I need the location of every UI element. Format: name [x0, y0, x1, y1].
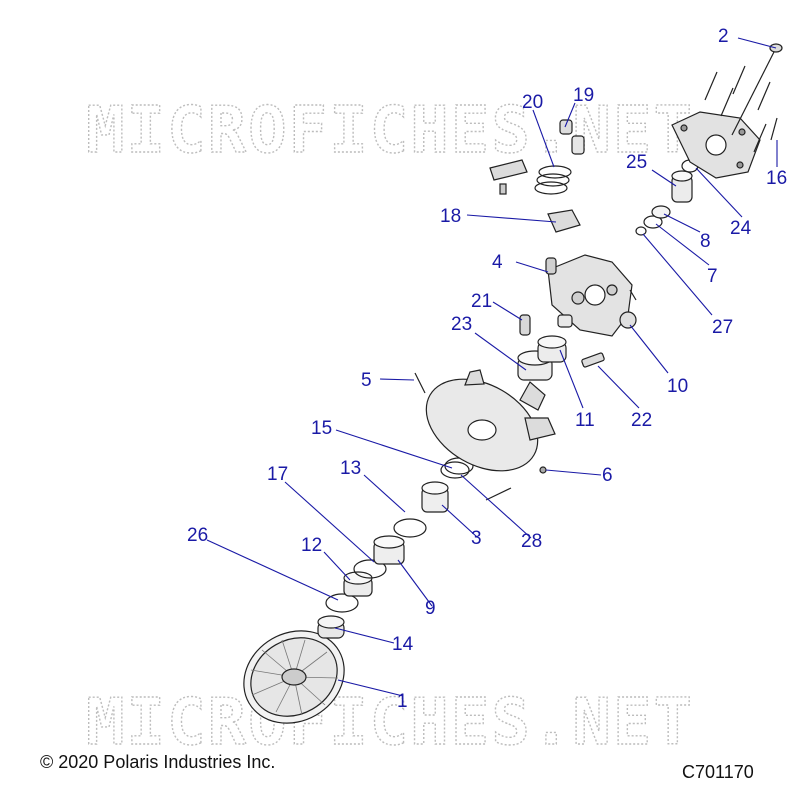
callout-14: 14: [392, 634, 414, 655]
part-5-pin: [414, 372, 426, 394]
part-26-ring: [325, 593, 359, 613]
callout-13: 13: [340, 458, 361, 479]
callout-17: 17: [267, 464, 288, 485]
callout-28: 28: [521, 531, 542, 552]
part-28-pin: [485, 487, 512, 501]
watermark-bottom: MICROFICHES.NET: [86, 686, 694, 760]
callout-10: 10: [667, 376, 688, 397]
part-2-bolt: [731, 43, 783, 136]
callout-18: 18: [440, 206, 461, 227]
callout-22: 22: [631, 410, 652, 431]
callout-27: 27: [712, 317, 733, 338]
part-bolts: [704, 65, 778, 153]
part-21-screw: [519, 314, 531, 336]
part-1-sheave: [243, 630, 345, 724]
part-18-weight: [489, 159, 581, 233]
callout-12: 12: [301, 535, 322, 556]
callout-26: 26: [187, 525, 208, 546]
copyright-text: © 2020 Polaris Industries Inc.: [40, 752, 276, 772]
part-17-ring: [353, 559, 387, 579]
part-20-spring: [534, 165, 572, 195]
callout-8: 8: [700, 231, 711, 252]
part-19-roller: [559, 119, 585, 155]
callout-7: 7: [707, 266, 718, 287]
callout-9: 9: [425, 598, 436, 619]
part-25-bushing: [671, 170, 693, 203]
callout-19: 19: [573, 85, 594, 106]
leader-lines: [206, 37, 778, 697]
callout-6: 6: [602, 465, 613, 486]
part-3-bushing: [421, 481, 449, 513]
diagram-code: C701170: [682, 762, 754, 782]
part-12-bushing: [343, 571, 373, 597]
callout-20: 20: [522, 92, 543, 113]
callout-1: 1: [397, 691, 408, 712]
callout-23: 23: [451, 314, 472, 335]
callout-21: 21: [471, 291, 492, 312]
callout-3: 3: [471, 528, 482, 549]
part-13-ring: [393, 518, 427, 538]
part-11-roller: [537, 335, 567, 363]
part-moveable-sheave: [425, 369, 556, 472]
watermark-top: MICROFICHES.NET: [86, 94, 694, 168]
callout-4: 4: [492, 252, 503, 273]
callout-16: 16: [766, 168, 787, 189]
callout-2: 2: [718, 26, 729, 47]
callout-5: 5: [361, 370, 372, 391]
part-27-washer: [635, 226, 647, 236]
part-7-washer: [643, 215, 663, 229]
part-cover-plate: [671, 111, 761, 179]
part-9-bushing: [373, 535, 405, 565]
callout-15: 15: [311, 418, 332, 439]
part-22-bolt: [581, 352, 605, 368]
part-spider-housing: [545, 254, 637, 337]
callout-25: 25: [626, 152, 647, 173]
callout-11: 11: [575, 410, 595, 431]
part-6-ball: [539, 466, 547, 474]
part-14-spacer: [317, 615, 345, 639]
callout-24: 24: [730, 218, 752, 239]
